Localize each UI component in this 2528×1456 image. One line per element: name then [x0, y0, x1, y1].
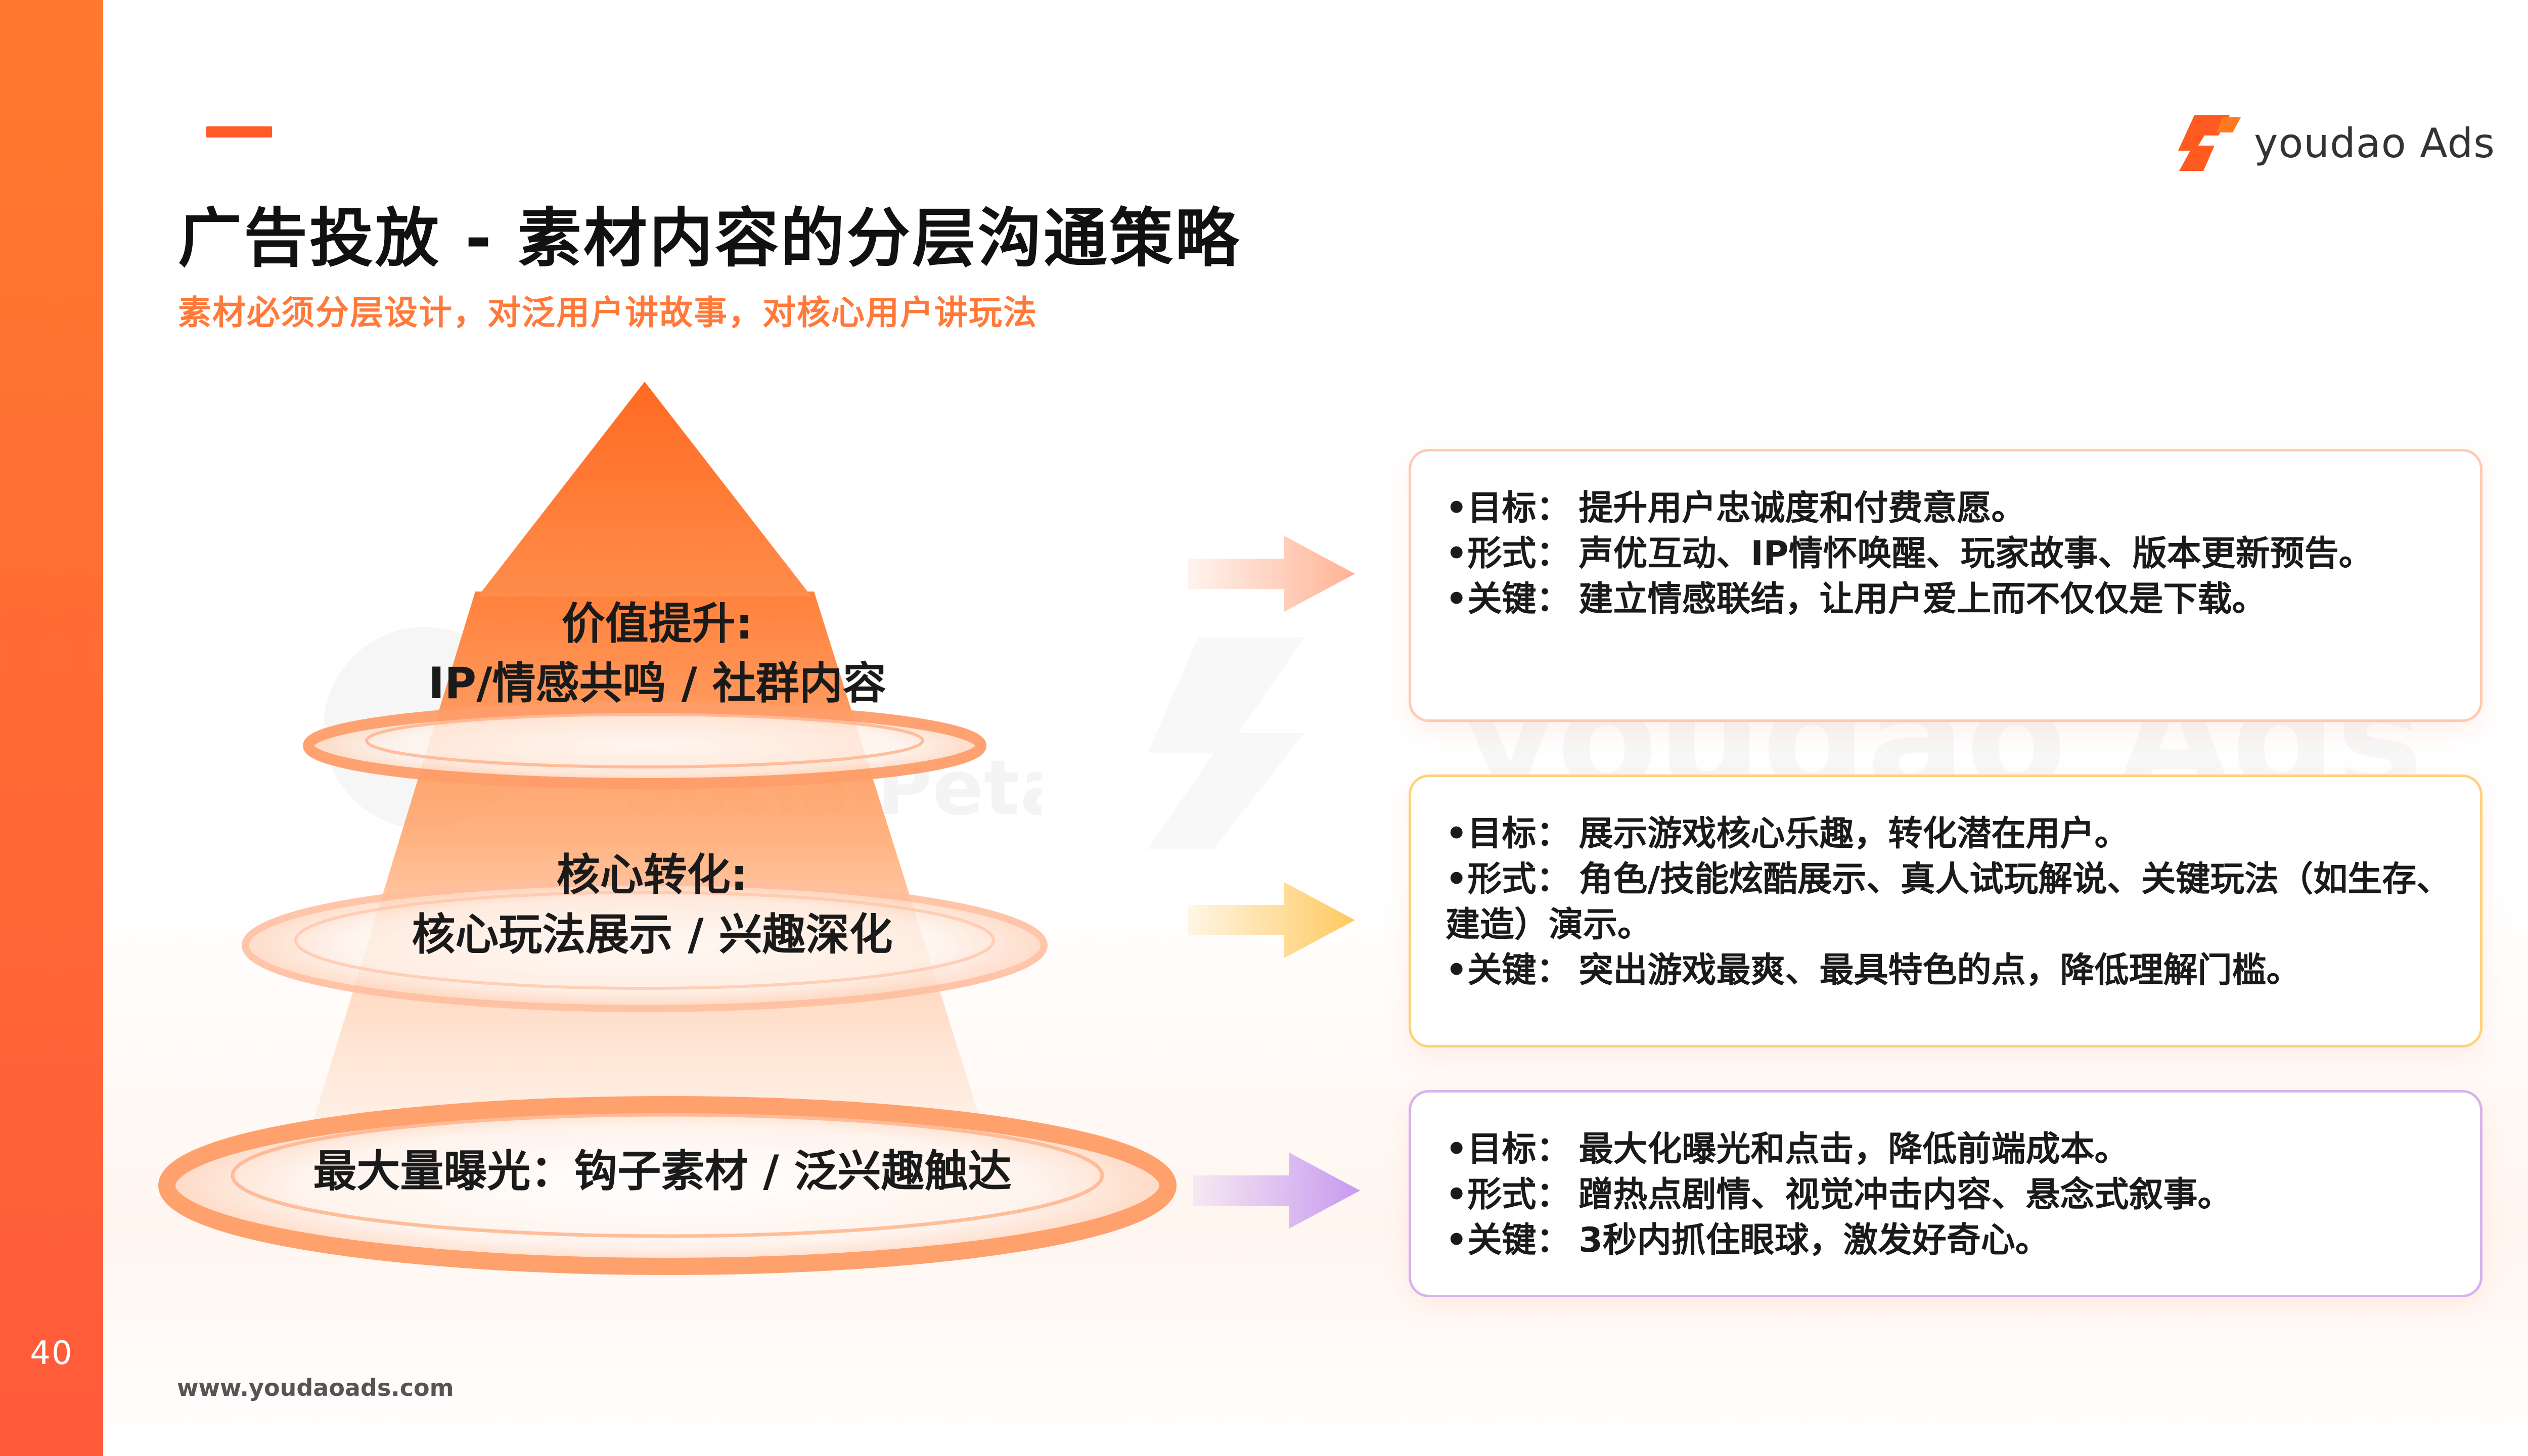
- brand-logo: youdao Ads: [2174, 110, 2495, 176]
- card-3-goal: •目标：最大化曝光和点击，降低前端成本。: [1446, 1129, 2129, 1169]
- card-2-form: •形式：角色/技能炫酷展示、真人试玩解说、关键玩法（如生存、建造）演示。: [1446, 859, 2451, 945]
- tier-2-arrow-icon: [1188, 882, 1355, 958]
- pyramid-tier-2-label: 核心转化: 核心玩法展示 / 兴趣深化: [324, 845, 981, 965]
- pyramid-tier-3-label: 最大量曝光：钩子素材 / 泛兴趣触达: [212, 1142, 1112, 1201]
- card-2-goal: •目标：展示游戏核心乐趣，转化潜在用户。: [1446, 814, 2129, 854]
- card-1-goal: •目标：提升用户忠诚度和付费意愿。: [1446, 488, 2026, 528]
- page-title: 广告投放 - 素材内容的分层沟通策略: [178, 201, 1241, 276]
- side-accent-bar: 40: [0, 0, 103, 1456]
- pyramid-tier-1-title: 价值提升:: [561, 599, 753, 649]
- strategy-card-conversion: •目标：展示游戏核心乐趣，转化潜在用户。 •形式：角色/技能炫酷展示、真人试玩解…: [1409, 775, 2482, 1048]
- brand-name: youdao Ads: [2254, 119, 2495, 167]
- pyramid-tier-1-detail: IP/情感共鸣 / 社群内容: [428, 658, 886, 709]
- card-3-key: •关键：3秒内抓住眼球，激发好奇心。: [1446, 1220, 2050, 1260]
- card-1-form: •形式：声优互动、IP情怀唤醒、玩家故事、版本更新预告。: [1446, 534, 2373, 574]
- pyramid-tier-3-title: 最大量曝光：钩子素材 / 泛兴趣触达: [313, 1146, 1012, 1197]
- strategy-card-exposure: •目标：最大化曝光和点击，降低前端成本。 •形式：蹭热点剧情、视觉冲击内容、悬念…: [1409, 1090, 2482, 1297]
- title-accent-dash: [206, 126, 272, 138]
- pyramid-tier-2-title: 核心转化:: [556, 850, 748, 900]
- pyramid-tier-1-label: 价值提升: IP/情感共鸣 / 社群内容: [354, 594, 961, 713]
- card-2-key: •关键：突出游戏最爽、最具特色的点，降低理解门槛。: [1446, 950, 2301, 990]
- youdao-logo-icon: [2178, 115, 2241, 171]
- card-3-form: •形式：蹭热点剧情、视觉冲击内容、悬念式叙事。: [1446, 1175, 2232, 1215]
- tier-3-arrow-icon: [1193, 1153, 1360, 1228]
- page-subtitle: 素材必须分层设计，对泛用户讲故事，对核心用户讲玩法: [178, 293, 1037, 332]
- tier-1-arrow-icon: [1188, 536, 1355, 612]
- footer-url[interactable]: www.youdaoads.com: [177, 1374, 454, 1401]
- page-number: 40: [30, 1335, 73, 1372]
- card-1-key: •关键：建立情感联结，让用户爱上而不仅仅是下载。: [1446, 579, 2267, 619]
- strategy-card-value: •目标：提升用户忠诚度和付费意愿。 •形式：声优互动、IP情怀唤醒、玩家故事、版…: [1409, 449, 2482, 722]
- pyramid-tier-2-detail: 核心玩法展示 / 兴趣深化: [412, 909, 893, 960]
- pyramid-arrow-head: [478, 382, 811, 597]
